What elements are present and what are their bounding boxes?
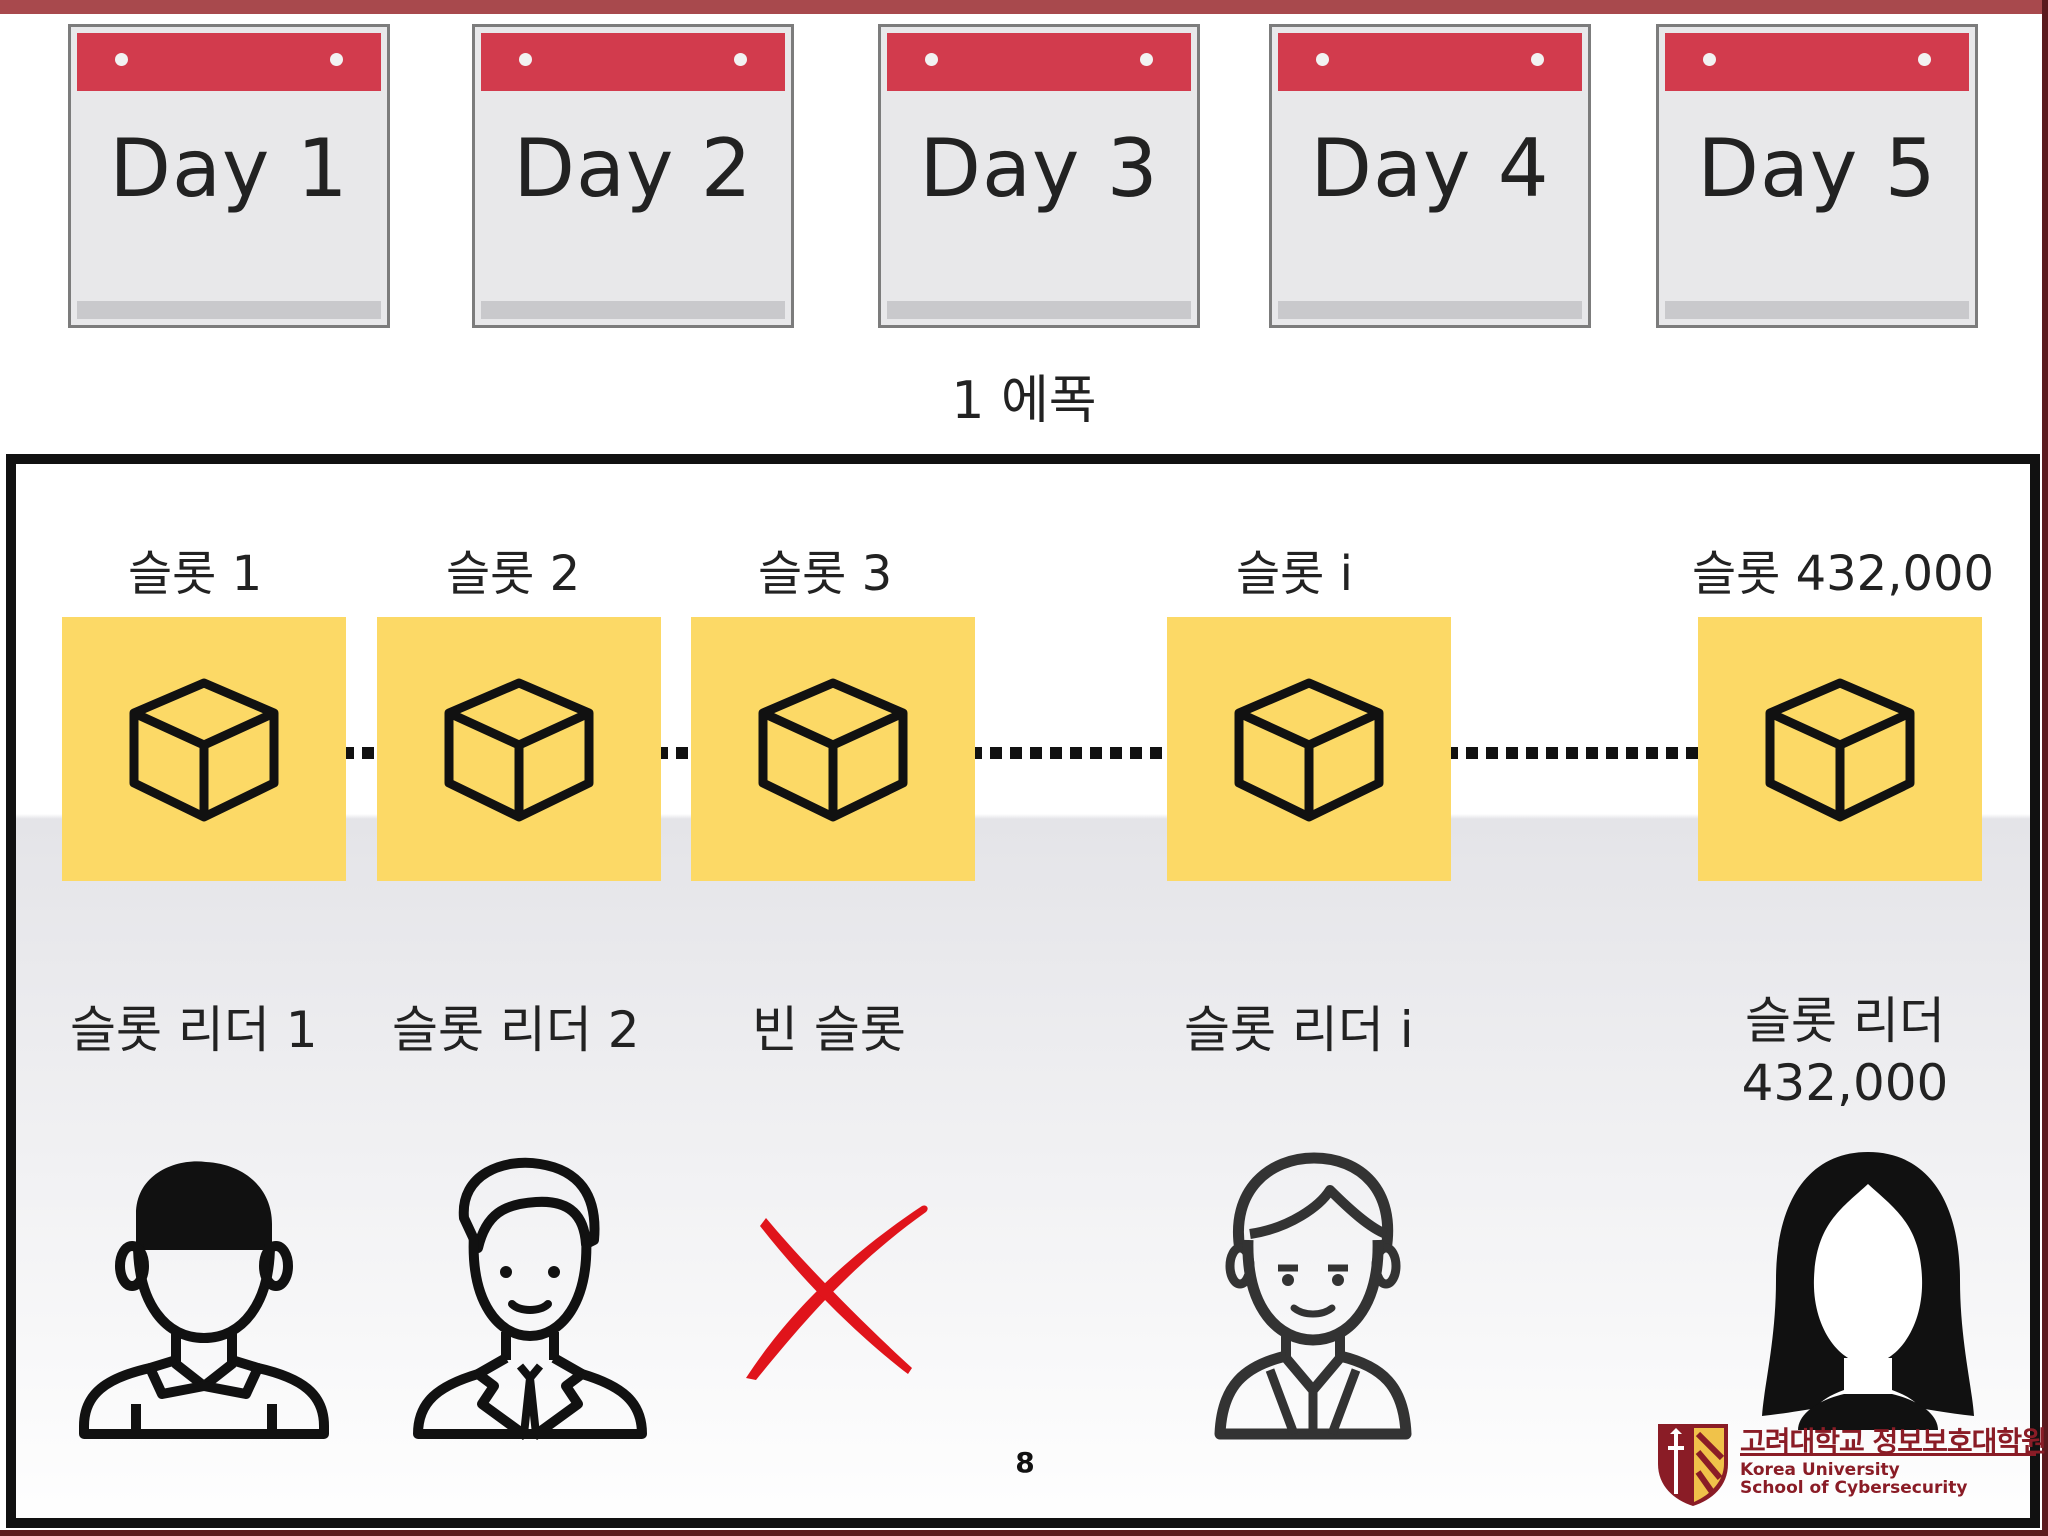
calendar-header (77, 33, 381, 91)
slot-block-2 (377, 617, 661, 881)
calendar-day-3: Day 3 (878, 24, 1200, 328)
top-accent-bar (0, 0, 2048, 14)
calendar-ring-icon (519, 53, 532, 66)
calendar-label: Day 2 (513, 122, 753, 215)
leader-label-432000: 슬롯 리더 432,000 (1700, 990, 1990, 1114)
logo-korean-name: 고려대학교 정보보호대학원 (1740, 1425, 2047, 1458)
university-shield-logo (1658, 1424, 1728, 1506)
calendar-label: Day 1 (109, 122, 349, 215)
calendar-ring-icon (1531, 53, 1544, 66)
calendar-header (481, 33, 785, 91)
calendar-day-1: Day 1 (68, 24, 390, 328)
leader-label-empty: 빈 슬롯 (752, 1001, 906, 1059)
slot-label-3: 슬롯 3 (758, 546, 893, 602)
calendar-ring-icon (1703, 53, 1716, 66)
slot-block-1 (62, 617, 346, 881)
leader-label-line1: 슬롯 리더 (1745, 992, 1945, 1050)
slot-label-432000: 슬롯 432,000 (1692, 546, 1995, 602)
slot-label-2: 슬롯 2 (446, 546, 581, 602)
cube-icon (758, 678, 908, 822)
calendar-day-2: Day 2 (472, 24, 794, 328)
calendar-day-4: Day 4 (1269, 24, 1591, 328)
calendar-ring-icon (925, 53, 938, 66)
slot-block-3 (691, 617, 975, 881)
calendar-ring-icon (1140, 53, 1153, 66)
man-vest-icon (1214, 1152, 1412, 1440)
calendar-header (887, 33, 1191, 91)
cube-icon (444, 678, 594, 822)
logo-english-line2: School of Cybersecurity (1740, 1478, 1968, 1498)
slot-block-i (1167, 617, 1451, 881)
epoch-label: 1 에폭 (951, 371, 1097, 431)
woman-long-hair-icon (1762, 1152, 1974, 1430)
calendar-label: Day 3 (919, 122, 1159, 215)
calendar-ring-icon (1918, 53, 1931, 66)
calendar-ring-icon (1316, 53, 1329, 66)
calendar-ring-icon (115, 53, 128, 66)
leader-label-2: 슬롯 리더 2 (392, 1001, 640, 1059)
calendar-label: Day 4 (1310, 122, 1550, 215)
slot-block-432000 (1698, 617, 1982, 881)
leader-label-i: 슬롯 리더 i (1184, 1001, 1414, 1059)
cube-icon (1234, 678, 1384, 822)
man-suit-icon (413, 1157, 647, 1440)
bottom-edge-bar (0, 1530, 2048, 1536)
slot-label-1: 슬롯 1 (128, 546, 263, 602)
logo-divider (1740, 1453, 2036, 1456)
calendar-header (1278, 33, 1582, 91)
page-number: 8 (1015, 1446, 1035, 1479)
leader-label-1: 슬롯 리더 1 (70, 1001, 318, 1059)
cube-icon (1765, 678, 1915, 822)
right-edge-bar (2042, 0, 2048, 1536)
calendar-header (1665, 33, 1969, 91)
man-short-hair-icon (79, 1161, 329, 1439)
cube-icon (129, 678, 279, 822)
calendar-ring-icon (734, 53, 747, 66)
red-x-icon (746, 1205, 928, 1380)
calendar-label: Day 5 (1697, 122, 1937, 215)
leader-label-line2: 432,000 (1741, 1054, 1949, 1112)
logo-english-line1: Korea University (1740, 1460, 1900, 1480)
slot-label-i: 슬롯 i (1236, 546, 1353, 602)
calendar-ring-icon (330, 53, 343, 66)
calendar-day-5: Day 5 (1656, 24, 1978, 328)
